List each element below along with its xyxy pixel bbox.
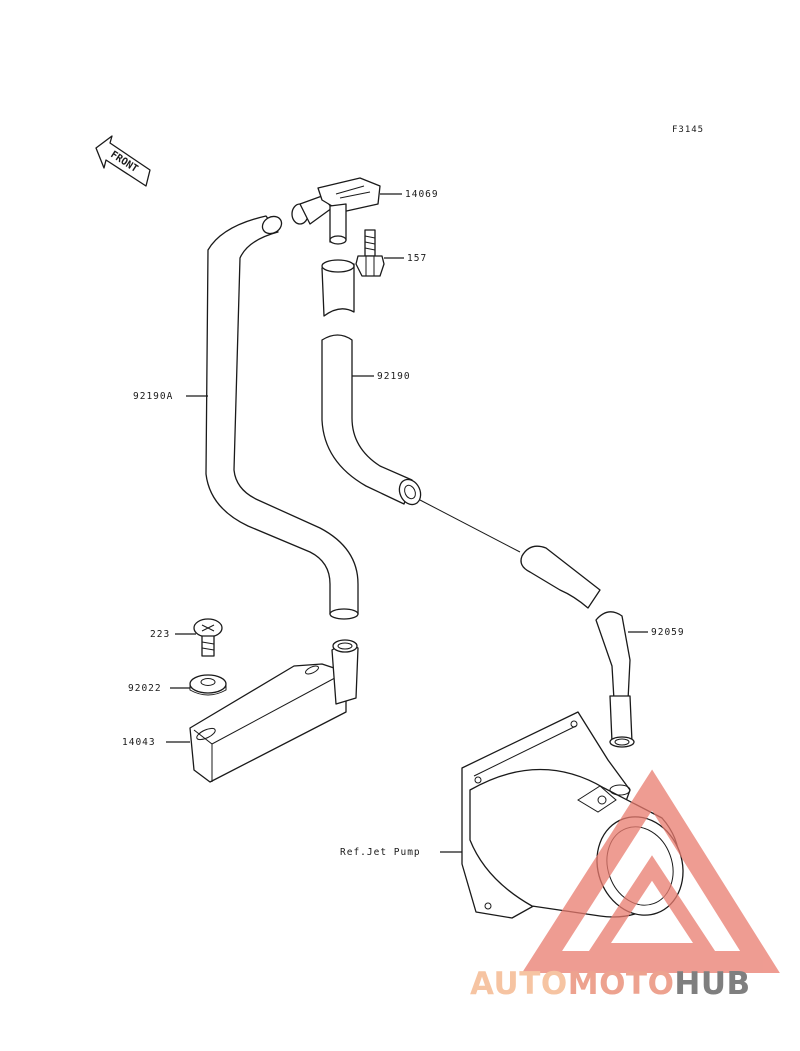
bracket-14043: [189, 639, 359, 783]
label-92190: 92190: [377, 371, 411, 382]
jet-pump: [461, 711, 684, 919]
washer-92022: [189, 674, 227, 696]
hose-92059: [520, 545, 635, 748]
connection-line: [419, 499, 521, 553]
fitting-14069: [291, 177, 381, 245]
bolt-157: [355, 229, 385, 277]
label-157: 157: [407, 253, 427, 264]
label-ref-jet-pump: Ref.Jet Pump: [340, 847, 421, 858]
label-14043: 14043: [122, 737, 156, 748]
label-92190a: 92190A: [133, 391, 173, 402]
short-hose-segment: [321, 259, 355, 317]
front-arrow-icon: FRONT: [95, 135, 151, 187]
figure-code: F3145: [672, 125, 704, 135]
label-92059: 92059: [651, 627, 685, 638]
label-14069: 14069: [405, 189, 439, 200]
watermark-logo: AUTOMOTOHUB: [470, 769, 780, 1002]
screw-223: [193, 618, 223, 657]
label-92022: 92022: [128, 683, 162, 694]
hose-92190: [321, 334, 422, 506]
label-223: 223: [150, 629, 170, 640]
hose-92190a: [205, 215, 359, 620]
watermark-text: AUTOMOTOHUB: [470, 966, 751, 1002]
